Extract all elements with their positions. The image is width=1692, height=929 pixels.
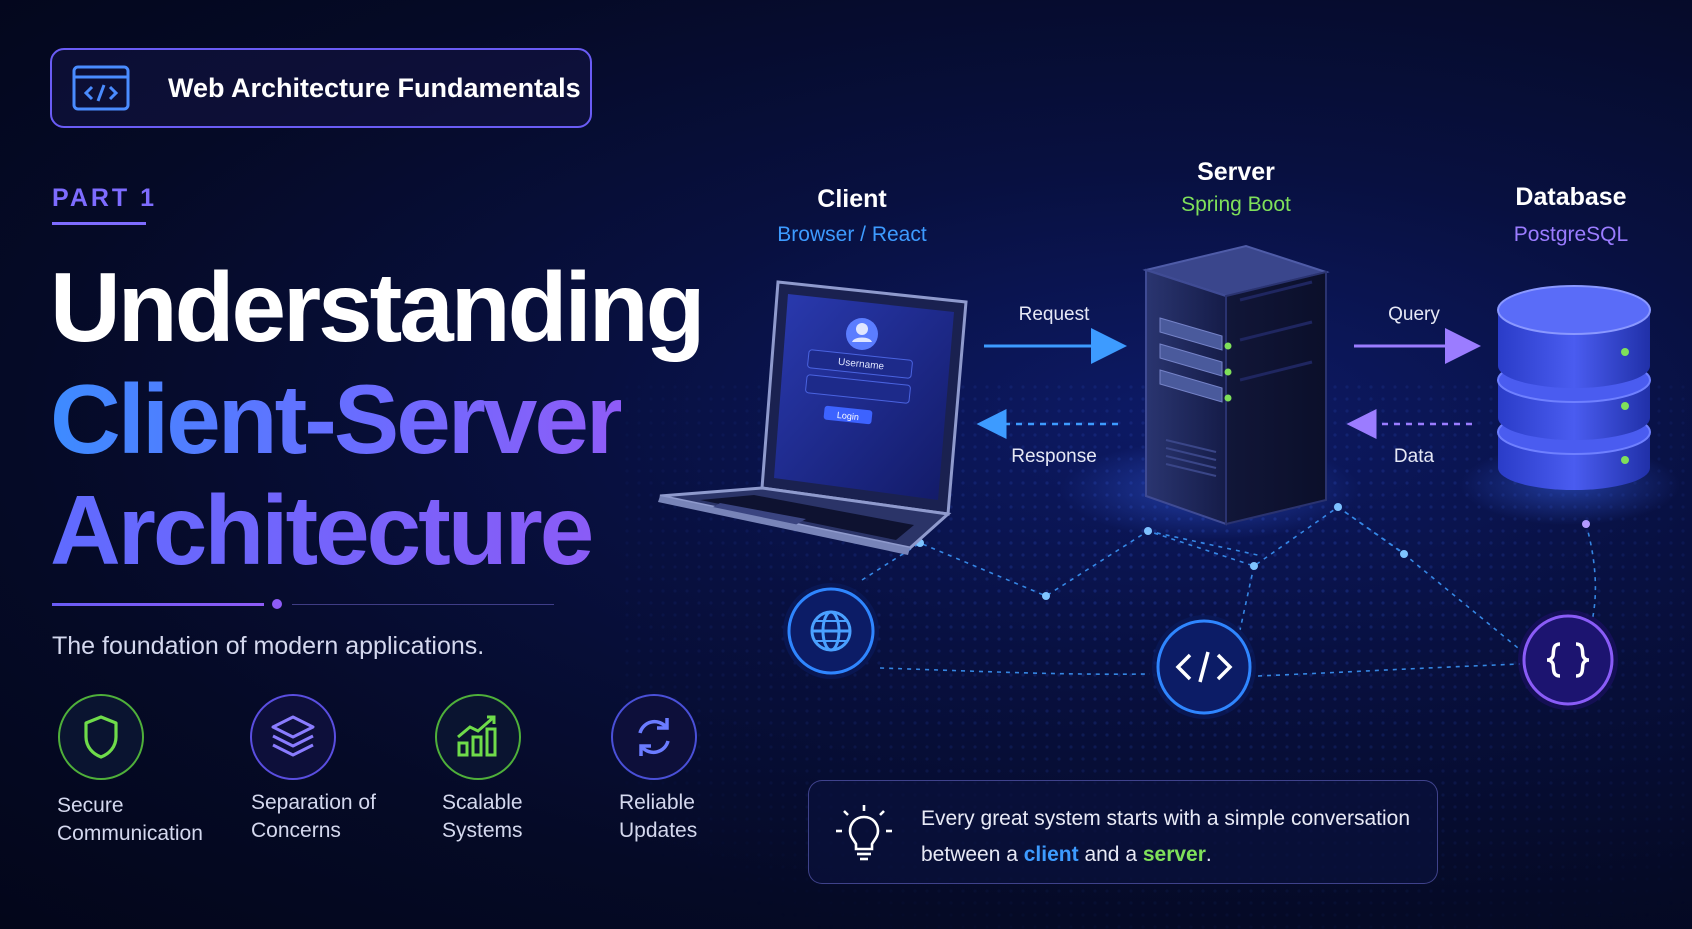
- feature-reliable: [610, 693, 698, 781]
- quote-box: Every great system starts with a simple …: [808, 780, 1438, 884]
- request-label: Request: [1018, 304, 1090, 325]
- laptop-icon: Username Login: [658, 280, 968, 555]
- client-title: Client: [817, 185, 887, 213]
- headline-line-3: Architecture: [50, 475, 594, 585]
- growth-chart-icon: [435, 694, 521, 780]
- globe-icon: [783, 583, 879, 679]
- course-badge: Web Architecture Fundamentals: [50, 48, 592, 128]
- divider-right: [292, 604, 554, 605]
- braces-icon: [1518, 610, 1618, 710]
- layers-icon: [250, 694, 336, 780]
- part-underline: [52, 222, 146, 225]
- laptop-username-field: Username: [837, 357, 884, 373]
- feature-secure-label: Secure Communication: [57, 794, 203, 845]
- code-icon: [1152, 615, 1256, 719]
- feature-scalable-label: Scalable Systems: [442, 791, 523, 842]
- query-label: Query: [1388, 304, 1440, 325]
- divider-dot: [272, 599, 282, 609]
- part-label: PART 1: [52, 184, 158, 212]
- headline-line-2: Client-Server: [50, 364, 624, 474]
- feature-scalable: [434, 693, 522, 781]
- refresh-icon: [611, 694, 697, 780]
- feature-reliable-label: Reliable Updates: [619, 791, 698, 842]
- database-icon: [1497, 285, 1651, 490]
- feature-separation: [249, 693, 337, 781]
- code-window-icon: [72, 65, 130, 111]
- lightbulb-icon: [836, 805, 892, 861]
- feature-separation-label: Separation of Concerns: [251, 791, 376, 842]
- client-subtitle: Browser / React: [777, 223, 927, 246]
- response-label: Response: [1011, 446, 1097, 467]
- database-title: Database: [1515, 183, 1627, 211]
- data-label: Data: [1393, 446, 1435, 467]
- headline-line-1: Understanding: [50, 252, 705, 362]
- divider-left: [52, 603, 264, 606]
- server-icon: [1142, 244, 1330, 526]
- server-subtitle: Spring Boot: [1181, 193, 1291, 216]
- quote-text: Every great system starts with a simple …: [921, 807, 1411, 866]
- database-subtitle: PostgreSQL: [1513, 223, 1629, 246]
- quote-server-word: server: [1142, 843, 1206, 866]
- laptop-login-button: Login: [836, 410, 859, 422]
- course-badge-label: Web Architecture Fundamentals: [168, 72, 581, 103]
- server-title: Server: [1197, 158, 1275, 186]
- feature-secure: [57, 693, 145, 781]
- shield-icon: [58, 694, 144, 780]
- tagline: The foundation of modern applications.: [52, 632, 485, 660]
- quote-client-word: client: [1023, 843, 1079, 866]
